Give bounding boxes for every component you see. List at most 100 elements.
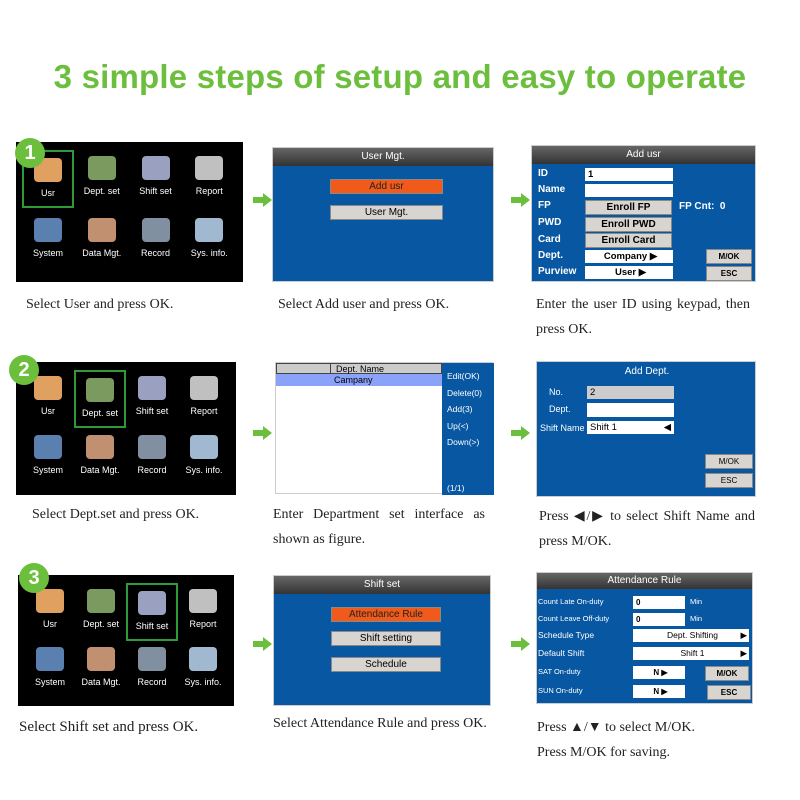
menu-item-sys-info[interactable]: Sys. info. <box>178 429 230 487</box>
menu-item-dept-set[interactable]: Dept. set <box>76 150 128 208</box>
arrow-icon <box>253 637 272 651</box>
shift-name-value: Shift 1 <box>590 422 617 433</box>
side-menu-item[interactable]: Down(>) <box>447 437 480 447</box>
menu-item-data-mgt[interactable]: Data Mgt. <box>75 641 127 699</box>
menu-item-label: Data Mgt. <box>81 676 121 687</box>
system-icon <box>34 218 62 242</box>
fp-label: FP <box>538 200 551 211</box>
dept-value: Company <box>603 251 648 262</box>
menu-item-label: Usr <box>41 188 55 199</box>
caption-2c: Press ◀/▶ to select Shift Name and press… <box>539 509 755 549</box>
menu-item-sys-info[interactable]: Sys. info. <box>183 212 235 270</box>
attendance-rule-button[interactable]: Attendance Rule <box>331 607 441 622</box>
record-icon <box>138 434 166 459</box>
menu-item-record[interactable]: Record <box>126 641 178 699</box>
min-unit: Min <box>690 597 703 606</box>
mok-button[interactable]: M/OK <box>705 666 749 681</box>
triangle-left-icon: ◀ <box>663 422 671 433</box>
shift-name-select[interactable]: Shift 1 ◀ <box>587 421 674 434</box>
triangle-right-icon: ▶ <box>649 251 658 262</box>
menu-item-data-mgt[interactable]: Data Mgt. <box>76 212 128 270</box>
caption-3a: Select Shift set and press OK. <box>19 719 199 735</box>
leave-input[interactable]: 0 <box>633 613 685 626</box>
menu-item-label: Dept. set <box>82 618 120 629</box>
menu-item-shift-set[interactable]: Shift set <box>126 370 178 428</box>
side-menu-item[interactable]: Delete(0) <box>447 387 482 398</box>
menu-item-report[interactable]: Report <box>178 370 230 428</box>
sat-select[interactable]: N ▶ <box>633 666 685 679</box>
sun-label: SUN On-duty <box>538 686 583 695</box>
menu-item-sys-info[interactable]: Sys. info. <box>177 641 229 699</box>
menu-item-shift-set[interactable]: Shift set <box>130 150 182 208</box>
department-icon <box>87 588 115 613</box>
menu-item-system[interactable]: System <box>24 641 76 699</box>
esc-button[interactable]: ESC <box>707 685 751 700</box>
side-menu-item[interactable]: Up(<) <box>447 420 469 431</box>
schedule-type-label: Schedule Type <box>538 630 595 640</box>
menu-item-label: Data Mgt. <box>82 248 122 258</box>
side-menu-item[interactable]: Add(3) <box>447 404 473 414</box>
dept-select[interactable]: Company ▶ <box>585 250 673 263</box>
default-shift-select[interactable]: Shift 1▶ <box>633 647 749 660</box>
menu-item-report[interactable]: Report <box>177 583 229 641</box>
min-unit: Min <box>690 614 703 623</box>
menu-item-label: Sys. info. <box>185 464 223 475</box>
dept-input[interactable] <box>587 403 674 417</box>
triangle-right-icon: ▶ <box>661 668 668 677</box>
record-icon <box>138 646 166 671</box>
esc-button[interactable]: ESC <box>705 473 753 488</box>
arrow-icon <box>511 637 530 651</box>
user-add-icon <box>36 588 64 613</box>
side-menu <box>442 363 494 495</box>
esc-button[interactable]: ESC <box>706 266 752 281</box>
shift-set-screen: Shift set Attendance Rule Shift setting … <box>273 575 491 706</box>
screen-title: Add usr <box>532 146 755 164</box>
department-icon <box>87 156 116 181</box>
mok-button[interactable]: M/OK <box>706 249 752 264</box>
mok-button[interactable]: M/OK <box>705 454 753 469</box>
menu-item-system[interactable]: System <box>22 212 74 270</box>
menu-item-shift-set[interactable]: Shift set <box>126 582 178 641</box>
enroll-pwd-button[interactable]: Enroll PWD <box>585 217 672 232</box>
menu-item-data-mgt[interactable]: Data Mgt. <box>74 429 126 487</box>
menu-item-label: Record <box>140 248 170 258</box>
add-usr-button[interactable]: Add usr <box>330 179 443 194</box>
enroll-fp-button[interactable]: Enroll FP <box>585 200 672 215</box>
menu-item-label: System <box>34 676 65 687</box>
name-input[interactable] <box>585 184 673 197</box>
user-mgt-button[interactable]: User Mgt. <box>330 205 443 220</box>
arrow-icon <box>511 426 530 440</box>
schedule-button[interactable]: Schedule <box>331 657 441 672</box>
enroll-card-button[interactable]: Enroll Card <box>585 233 672 248</box>
report-icon <box>195 156 224 181</box>
no-input[interactable]: 2 <box>587 386 674 399</box>
menu-item-record[interactable]: Record <box>130 212 182 270</box>
caption-1c: Enter the user ID using keypad, then pre… <box>536 297 750 337</box>
caption-1a: Select User and press OK. <box>26 297 174 312</box>
late-input[interactable]: 0 <box>633 596 685 609</box>
menu-item-usr[interactable]: Usr <box>22 370 74 428</box>
menu-item-usr[interactable]: Usr <box>24 583 76 641</box>
menu-item-label: Report <box>190 405 218 416</box>
sun-select[interactable]: N ▶ <box>633 685 685 698</box>
purview-value: User <box>614 267 637 278</box>
purview-select[interactable]: User ▶ <box>585 266 673 279</box>
add-usr-screen: Add usr ID Name FP PWD Card Dept. Purvie… <box>531 145 756 282</box>
menu-item-usr[interactable]: Usr <box>22 150 74 209</box>
menu-item-record[interactable]: Record <box>126 429 178 487</box>
screen-title: Add Dept. <box>624 366 670 377</box>
shift-setting-button[interactable]: Shift setting <box>331 631 441 646</box>
id-input[interactable]: 1 <box>585 168 673 181</box>
list-row-selected[interactable] <box>276 374 442 386</box>
menu-item-dept-set[interactable]: Dept. set <box>74 369 126 428</box>
no-label: No. <box>549 387 564 397</box>
side-menu-item[interactable]: Edit(OK) <box>447 371 480 381</box>
triangle-right-icon: ▶ <box>661 687 668 696</box>
menu-item-system[interactable]: System <box>22 429 74 487</box>
sat-label: SAT On-duty <box>538 667 581 676</box>
menu-item-dept-set[interactable]: Dept. set <box>75 583 127 641</box>
menu-item-report[interactable]: Report <box>183 150 235 208</box>
schedule-type-select[interactable]: Dept. Shifting▶ <box>633 629 749 642</box>
